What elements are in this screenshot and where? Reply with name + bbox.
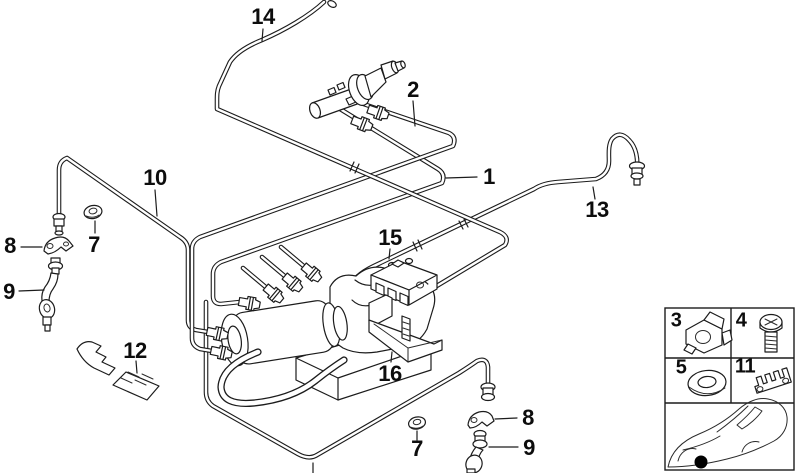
pipe-13-end-fitting	[628, 161, 646, 186]
inset-panel	[664, 307, 795, 471]
inset-item-3-clip	[683, 311, 733, 355]
pipe-holder-16	[368, 294, 443, 363]
pipe-holder-15	[370, 259, 438, 307]
callout-13: 13	[585, 197, 609, 222]
pipe-14	[214, 0, 509, 299]
pipe-holder-12	[76, 341, 160, 401]
hose-9-right	[465, 429, 488, 473]
grommet-7-left	[83, 204, 103, 220]
rear-line-end-fitting	[480, 382, 496, 402]
callout-15: 15	[378, 225, 402, 250]
callout-12: 12	[123, 338, 147, 363]
callout-9-left: 9	[3, 279, 15, 304]
clamp-8-left	[43, 236, 74, 255]
callout-7-left: 7	[88, 232, 100, 257]
location-marker-dot	[694, 455, 708, 469]
pipe-10-end-fitting	[52, 212, 66, 236]
vehicle-locator	[667, 398, 788, 469]
callout-14: 14	[251, 4, 275, 29]
pipes	[56, 0, 640, 460]
inset-label-3: 3	[670, 309, 682, 332]
inset-label-4: 4	[735, 309, 747, 332]
inset-label-11: 11	[734, 355, 756, 378]
leader-lines	[18, 28, 596, 473]
callout-8-left: 8	[4, 233, 16, 258]
inset-item-4-screw	[759, 313, 783, 353]
callout-10: 10	[143, 165, 167, 190]
grommet-7-right	[407, 416, 427, 430]
inset-label-5: 5	[675, 356, 687, 379]
inset-item-5-washer	[687, 369, 727, 397]
callout-16: 16	[378, 361, 402, 386]
clamp-8-right	[467, 410, 495, 429]
pipe-14-top-fitting	[327, 0, 337, 8]
pipe-break-marks	[349, 161, 469, 252]
pipe-10	[56, 155, 211, 335]
callout-8-right: 8	[522, 405, 534, 430]
callout-2: 2	[407, 77, 419, 102]
callout-1: 1	[483, 164, 495, 189]
callout-9-right: 9	[523, 435, 535, 460]
inset-item-11-clip	[754, 367, 792, 394]
master-cylinder	[308, 60, 406, 119]
callout-7-right: 7	[411, 436, 423, 461]
hose-9-left	[38, 257, 64, 332]
